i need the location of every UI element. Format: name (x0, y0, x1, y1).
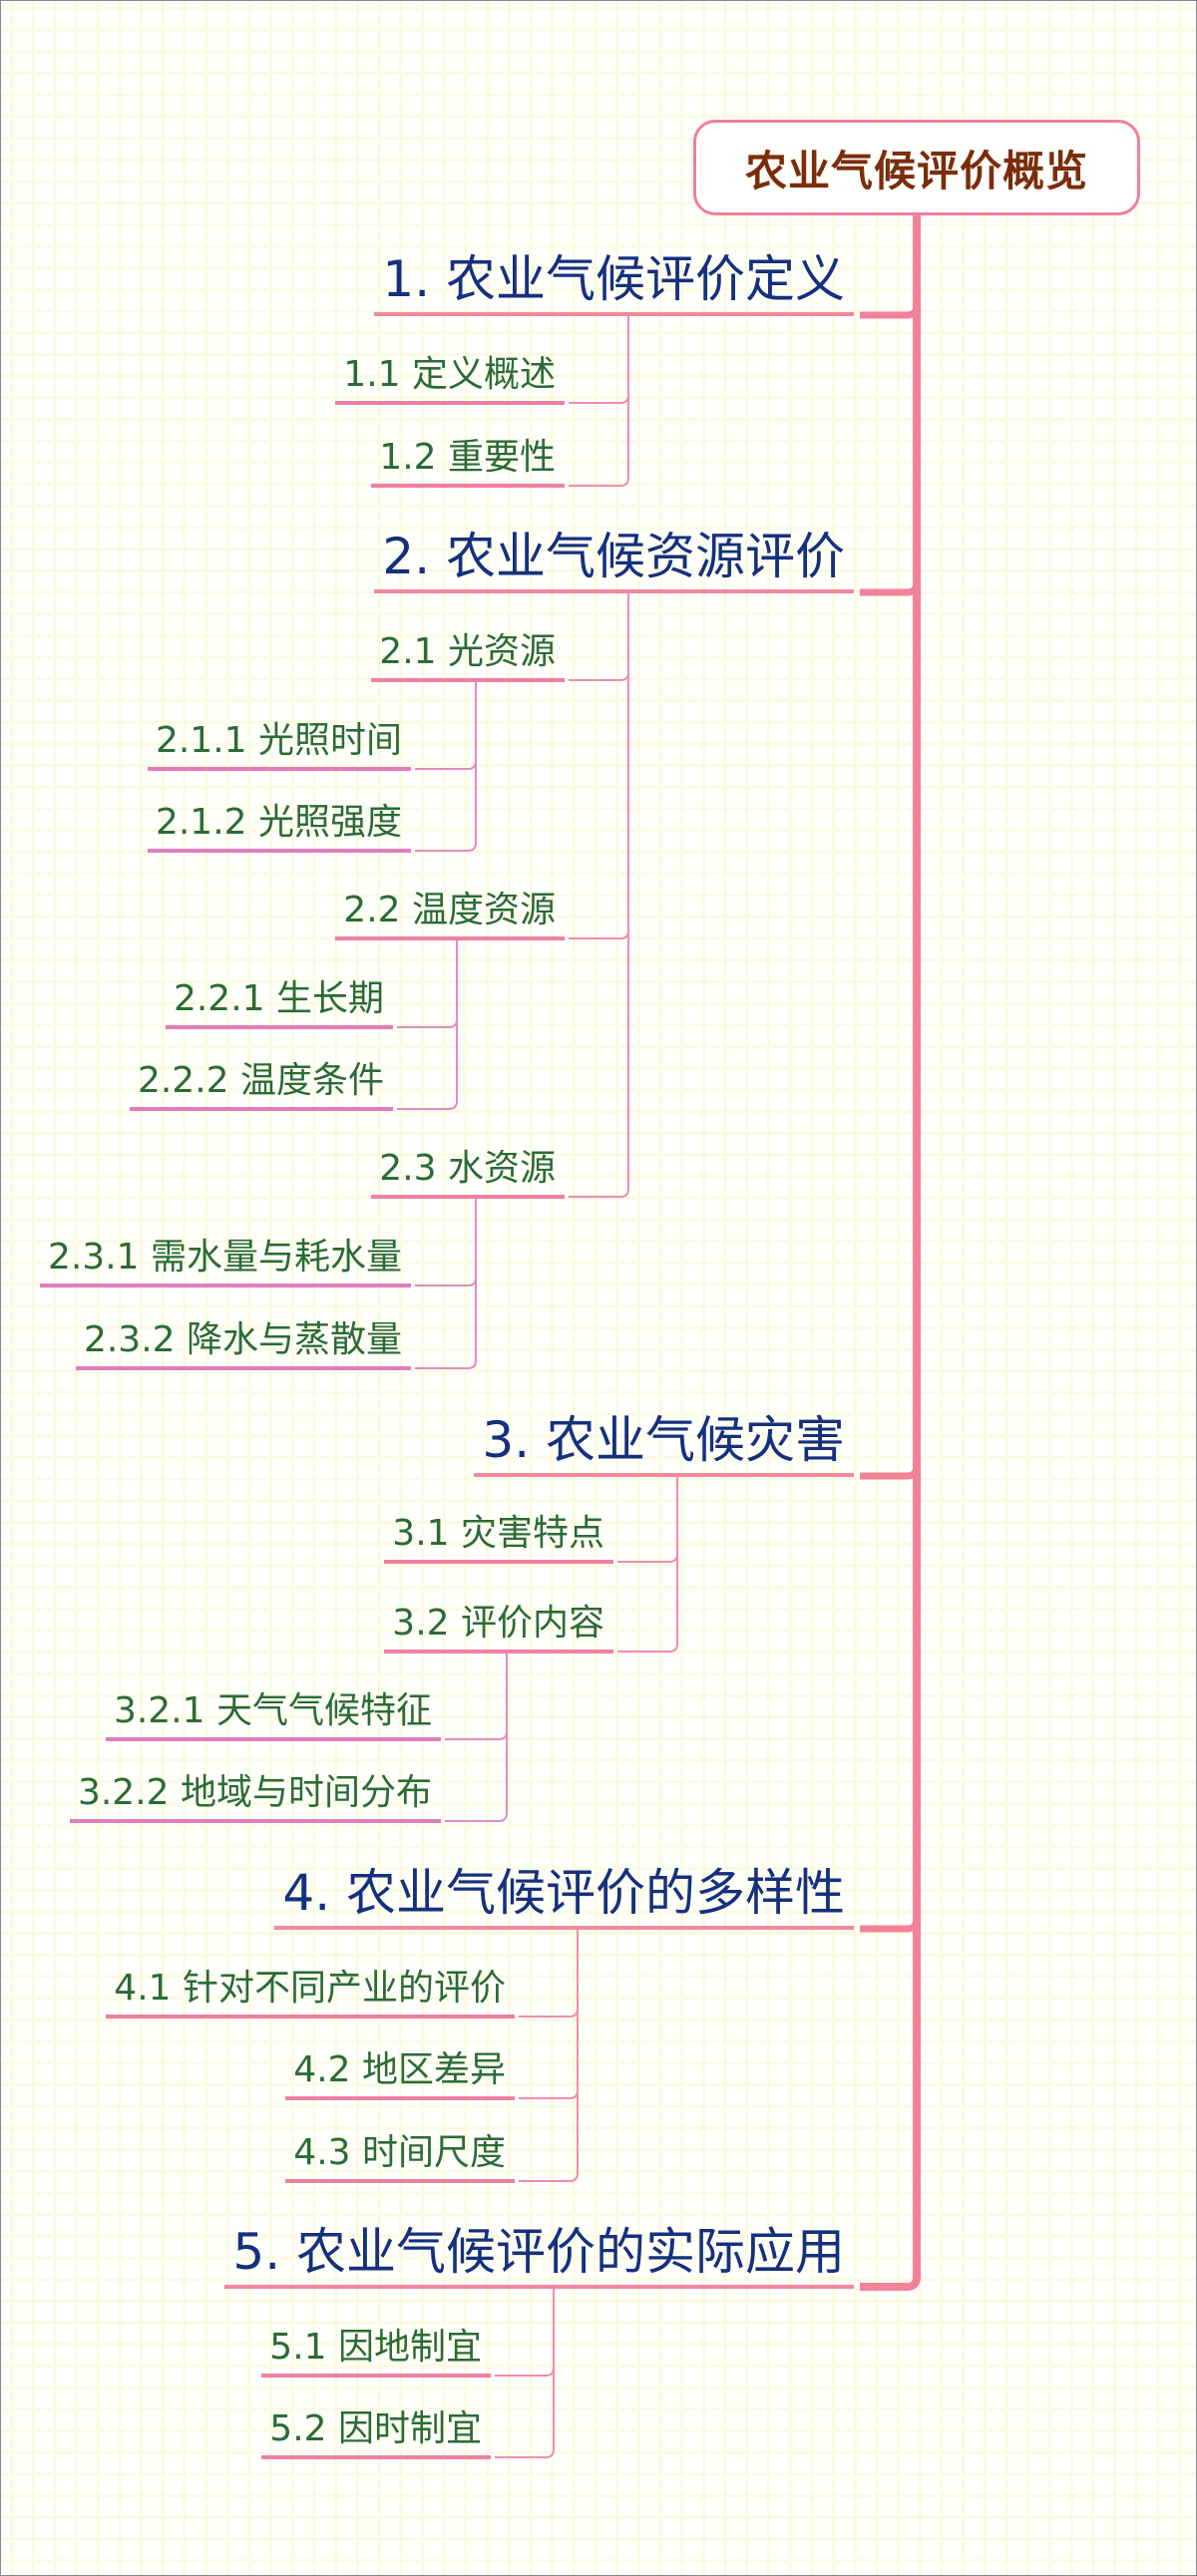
root-topic: 农业气候评价概览 (693, 120, 1140, 215)
subtopic-5-1: 5.1 因地制宜 (261, 2326, 491, 2378)
subtopic-1-1: 1.1 定义概述 (335, 353, 565, 405)
connector-2-1-1 (415, 760, 477, 770)
connector-4-1 (519, 2008, 579, 2018)
subtopic-4-2-label: 4.2 地区差异 (293, 2049, 506, 2090)
branch-2-label: 2. 农业气候资源评价 (382, 528, 845, 585)
connector-2-1-2 (415, 682, 477, 852)
subtopic-2-2-label: 2.2 温度资源 (343, 890, 556, 930)
subtopic-4-1: 4.1 针对不同产业的评价 (106, 1967, 515, 2019)
subtopic-2-2: 2.2 温度资源 (335, 889, 565, 940)
subtopic-3-1-label: 3.1 灾害特点 (392, 1513, 604, 1554)
subtopic-3-1: 3.1 灾害特点 (384, 1512, 613, 1564)
connector-3-2-1 (445, 1730, 508, 1740)
subtopic-3-2: 3.2 评价内容 (384, 1602, 613, 1654)
subtopic-3-2-2-label: 3.2.2 地域与时间分布 (77, 1772, 432, 1813)
subtopic-2-3: 2.3 水资源 (371, 1147, 565, 1199)
connector-2-2 (569, 929, 629, 939)
subtopic-2-2-2: 2.2.2 温度条件 (129, 1059, 393, 1111)
branch-3-label: 3. 农业气候灾害 (482, 1411, 845, 1469)
subtopic-2-3-2: 2.3.2 降水与蒸散量 (75, 1318, 411, 1370)
branch-1-connector (860, 304, 921, 319)
subtopic-1-2-label: 1.2 重要性 (379, 437, 556, 478)
subtopic-2-1-2: 2.1.2 光照强度 (147, 801, 411, 853)
subtopic-2-2-1: 2.2.1 生长期 (165, 977, 393, 1029)
branch-4-topic: 4. 农业气候评价的多样性 (274, 1863, 854, 1930)
subtopic-2-2-1-label: 2.2.1 生长期 (173, 978, 384, 1019)
connector-2-3-2 (415, 1199, 477, 1369)
connector-3-1 (617, 1553, 678, 1563)
subtopic-2-3-2-label: 2.3.2 降水与蒸散量 (83, 1319, 402, 1360)
branch-2-connector (860, 581, 921, 596)
subtopic-2-1: 2.1 光资源 (371, 630, 565, 682)
subtopic-3-2-1-label: 3.2.1 天气气候特征 (113, 1690, 432, 1731)
subtopic-4-3-label: 4.3 时间尺度 (293, 2132, 506, 2173)
subtopic-5-2-label: 5.2 因时制宜 (269, 2408, 482, 2449)
subtopic-2-2-2-label: 2.2.2 温度条件 (137, 1060, 384, 1101)
connector-2-3 (569, 593, 629, 1198)
branch-1-topic: 1. 农业气候评价定义 (374, 249, 854, 316)
subtopic-2-1-1-label: 2.1.1 光照时间 (155, 720, 402, 761)
subtopic-2-1-label: 2.1 光资源 (379, 631, 556, 672)
connector-5-2 (495, 2289, 555, 2458)
branch-3-connector (860, 1465, 921, 1480)
subtopic-1-1-label: 1.1 定义概述 (343, 354, 556, 395)
subtopic-4-1-label: 4.1 针对不同产业的评价 (114, 1968, 506, 2009)
subtopic-2-3-1-label: 2.3.1 需水量与耗水量 (47, 1237, 402, 1278)
connector-3-2-2 (445, 1654, 508, 1822)
connector-1-2 (569, 316, 629, 487)
connector-3-2 (617, 1477, 678, 1653)
branch-4-connector (860, 1918, 921, 1933)
subtopic-4-3: 4.3 时间尺度 (285, 2131, 515, 2183)
branch-3-topic: 3. 农业气候灾害 (474, 1410, 854, 1477)
connector-2-2-2 (397, 940, 458, 1110)
trunk-connector (860, 215, 921, 2291)
branch-5-topic: 5. 农业气候评价的实际应用 (224, 2222, 854, 2289)
subtopic-2-3-1: 2.3.1 需水量与耗水量 (39, 1236, 411, 1288)
subtopic-5-2: 5.2 因时制宜 (261, 2407, 491, 2459)
subtopic-3-2-label: 3.2 评价内容 (392, 1603, 604, 1644)
subtopic-2-3-label: 2.3 水资源 (379, 1148, 556, 1189)
branch-4-label: 4. 农业气候评价的多样性 (282, 1864, 845, 1922)
root-title: 农业气候评价概览 (744, 146, 1088, 195)
connector-1-1 (569, 394, 629, 404)
connector-2-3-1 (415, 1277, 477, 1287)
subtopic-2-1-2-label: 2.1.2 光照强度 (155, 802, 402, 843)
connector-4-2 (519, 2089, 579, 2099)
subtopic-2-1-1: 2.1.1 光照时间 (147, 719, 411, 771)
subtopic-1-2: 1.2 重要性 (371, 436, 565, 488)
branch-2-topic: 2. 农业气候资源评价 (374, 527, 854, 593)
connector-2-1 (569, 671, 629, 681)
branch-5-label: 5. 农业气候评价的实际应用 (232, 2223, 845, 2281)
subtopic-4-2: 4.2 地区差异 (285, 2048, 515, 2100)
subtopic-3-2-2: 3.2.2 地域与时间分布 (69, 1771, 441, 1823)
connector-4-3 (519, 1930, 579, 2182)
subtopic-3-2-1: 3.2.1 天气气候特征 (105, 1689, 441, 1741)
connector-2-2-1 (397, 1018, 458, 1028)
branch-1-label: 1. 农业气候评价定义 (382, 250, 845, 308)
subtopic-5-1-label: 5.1 因地制宜 (269, 2327, 482, 2368)
connector-5-1 (495, 2367, 555, 2377)
